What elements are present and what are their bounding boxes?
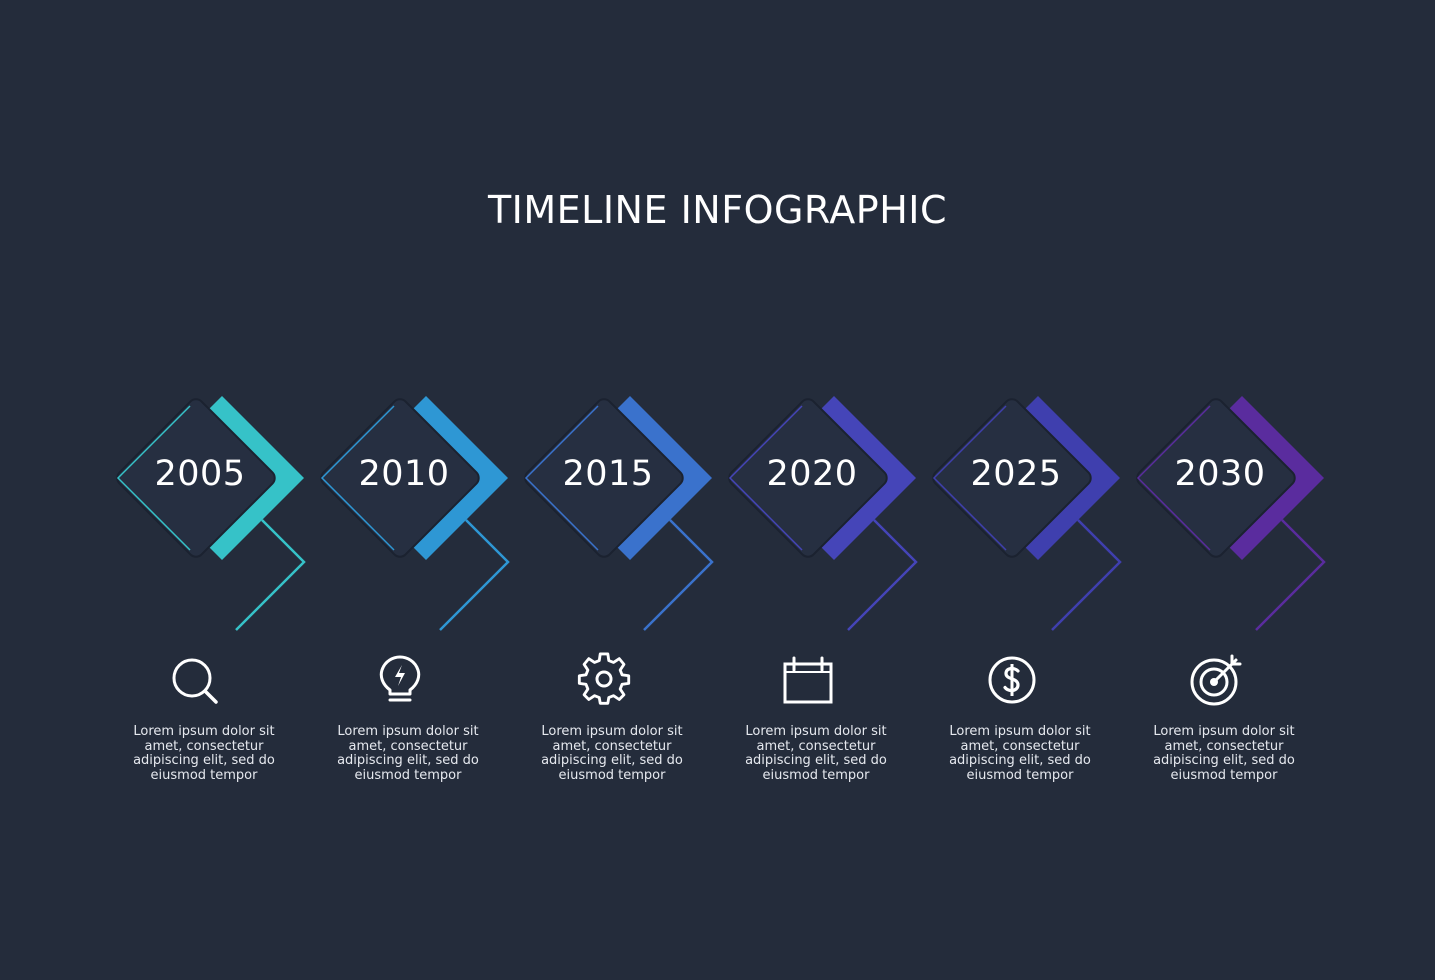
year-label: 2010	[358, 454, 450, 494]
magnifier-icon	[172, 658, 218, 704]
step-description: Lorem ipsum dolor sit amet, consectetur …	[133, 724, 275, 783]
calendar-icon	[783, 656, 833, 704]
timeline-step-2005: 2005 Lorem ipsum dolor sit amet, consect…	[110, 390, 350, 810]
step-diamond-shape	[524, 396, 714, 631]
infographic-title: TIMELINE INFOGRAPHIC	[487, 188, 948, 232]
timeline-step-2015: 2015 Lorem ipsum dolor sit amet, consect…	[518, 390, 758, 810]
target-icon	[1190, 654, 1242, 706]
year-label: 2025	[970, 454, 1062, 494]
year-label: 2005	[154, 454, 246, 494]
step-diamond-shape	[320, 396, 510, 631]
step-description: Lorem ipsum dolor sit amet, consectetur …	[337, 724, 479, 783]
timeline-step-2010: 2010 Lorem ipsum dolor sit amet, consect…	[314, 390, 554, 810]
step-diamond-shape	[116, 396, 306, 631]
dollar-coin-icon	[988, 656, 1036, 704]
step-diamond-shape	[932, 396, 1122, 631]
lightbulb-icon	[379, 655, 421, 702]
step-diamond-shape	[728, 396, 918, 631]
timeline-step-2025: 2025 Lorem ipsum dolor sit amet, consect…	[926, 390, 1166, 810]
timeline-step-2020: 2020 Lorem ipsum dolor sit amet, consect…	[722, 390, 962, 810]
year-label: 2020	[766, 454, 858, 494]
step-description: Lorem ipsum dolor sit amet, consectetur …	[1153, 724, 1295, 783]
year-label: 2030	[1174, 454, 1266, 494]
timeline-step-2030: 2030 Lorem ipsum dolor sit amet, consect…	[1130, 390, 1370, 810]
step-diamond-shape	[1136, 396, 1326, 631]
year-label: 2015	[562, 454, 654, 494]
gear-icon	[577, 652, 631, 705]
step-description: Lorem ipsum dolor sit amet, consectetur …	[745, 724, 887, 783]
step-description: Lorem ipsum dolor sit amet, consectetur …	[541, 724, 683, 783]
step-description: Lorem ipsum dolor sit amet, consectetur …	[949, 724, 1091, 783]
